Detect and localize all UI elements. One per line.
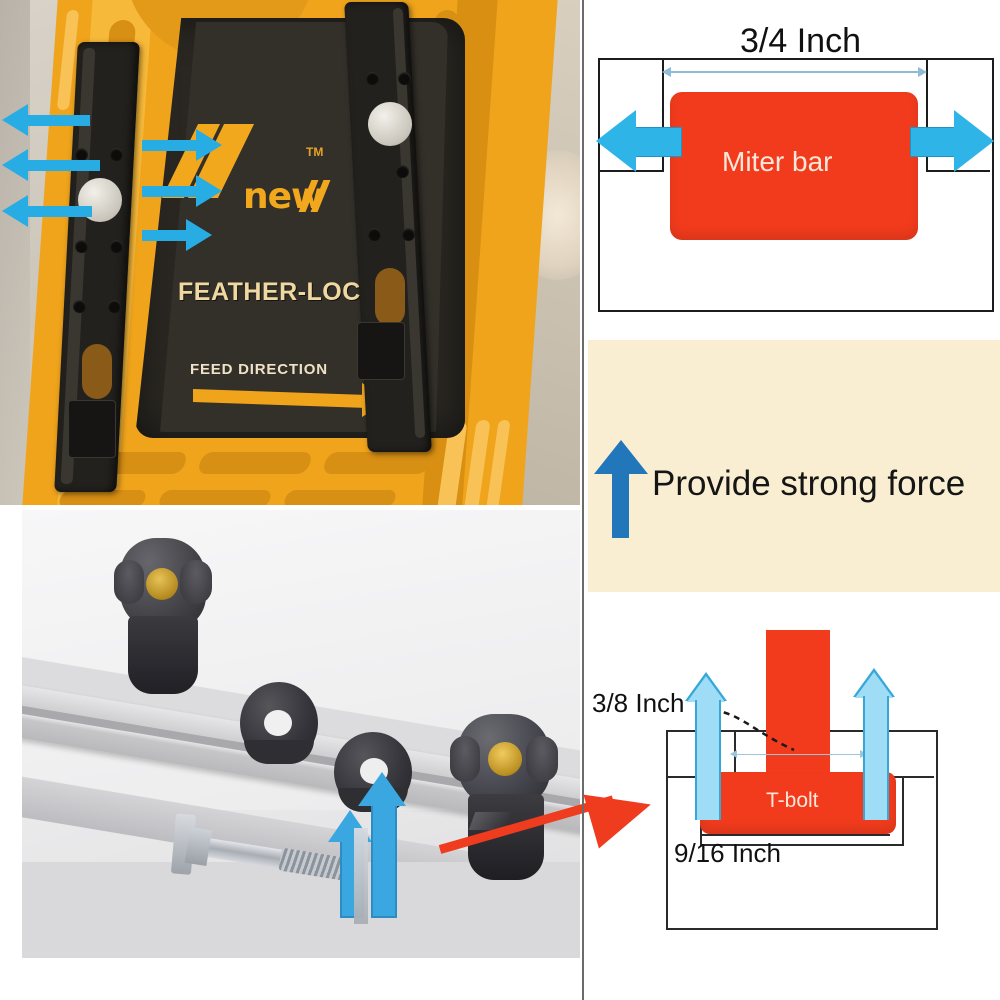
rail-slot-opening xyxy=(375,268,405,326)
dimension-arrow-left-icon xyxy=(662,67,671,77)
star-knob xyxy=(450,708,560,888)
brass-insert xyxy=(488,742,522,776)
t-bolt-stem-shape xyxy=(766,630,830,778)
bolt-neck xyxy=(184,827,212,867)
tbolt-top-dimension-label: 3/8 Inch xyxy=(592,688,685,718)
rail-knob-disc xyxy=(368,102,412,146)
miter-bar-label: Miter bar xyxy=(722,146,833,177)
hardware-parts-photo xyxy=(22,510,580,958)
up-arrow-head-icon xyxy=(594,440,648,474)
rail-end-block xyxy=(357,322,405,380)
miter-bar-diagram: Miter bar 3/4 Inch xyxy=(588,0,1000,340)
provide-strong-force-callout: Provide strong force xyxy=(588,440,1000,590)
red-pointer-arrow-icon xyxy=(438,775,700,885)
rail-hole xyxy=(73,300,86,313)
rail-hole xyxy=(110,148,123,161)
jig-slot xyxy=(157,490,273,505)
feed-direction-label: FEED DIRECTION xyxy=(190,361,328,378)
jig-slot xyxy=(282,490,398,505)
red-arrow-head xyxy=(583,777,659,849)
tbolt-bottom-dimension-label: 9/16 Inch xyxy=(674,838,781,868)
dimension-line xyxy=(736,754,866,755)
rail-hole xyxy=(398,72,411,85)
featherboard-photo: new TM FEATHER-LOC FEED DIRECTION xyxy=(0,0,580,505)
t-bolt-diagram: T-bolt 3/8 Inch 9/16 Inch xyxy=(588,620,1000,1000)
vertical-divider xyxy=(582,0,584,1000)
photo-background-left xyxy=(0,0,30,505)
miter-bar-shape xyxy=(670,92,918,240)
rail-hole xyxy=(75,240,88,253)
up-arrow-shaft-icon xyxy=(612,470,629,538)
jig-slot xyxy=(57,490,148,505)
rail-slot-opening xyxy=(82,344,112,399)
washer-side xyxy=(244,740,314,764)
miter-dimension-label: 3/4 Inch xyxy=(740,22,861,60)
rail-hole xyxy=(108,300,121,313)
dimension-leader-line xyxy=(701,708,795,752)
rail-hole xyxy=(402,228,415,241)
t-bolt-label: T-bolt xyxy=(766,789,819,812)
jig-slot xyxy=(321,452,434,474)
rail-hole xyxy=(366,72,379,85)
dimension-arrow-right-icon xyxy=(918,67,927,77)
slot-outer-outline xyxy=(598,58,994,312)
dimension-underline xyxy=(700,834,890,836)
inserted-bolt xyxy=(354,828,368,924)
rail-hole xyxy=(75,148,88,161)
trademark-symbol: TM xyxy=(306,145,324,159)
rail-hole xyxy=(110,240,123,253)
rail-hole xyxy=(368,228,381,241)
product-name-label: FEATHER-LOC xyxy=(178,278,361,306)
brass-insert xyxy=(146,568,178,600)
rail-hole xyxy=(396,165,409,178)
dimension-arrow-left-icon xyxy=(730,750,737,758)
strong-force-label: Provide strong force xyxy=(652,464,966,503)
dimension-line xyxy=(670,71,920,73)
star-knob xyxy=(114,532,214,707)
rail-end-block xyxy=(68,400,116,458)
jig-slot xyxy=(196,452,314,474)
